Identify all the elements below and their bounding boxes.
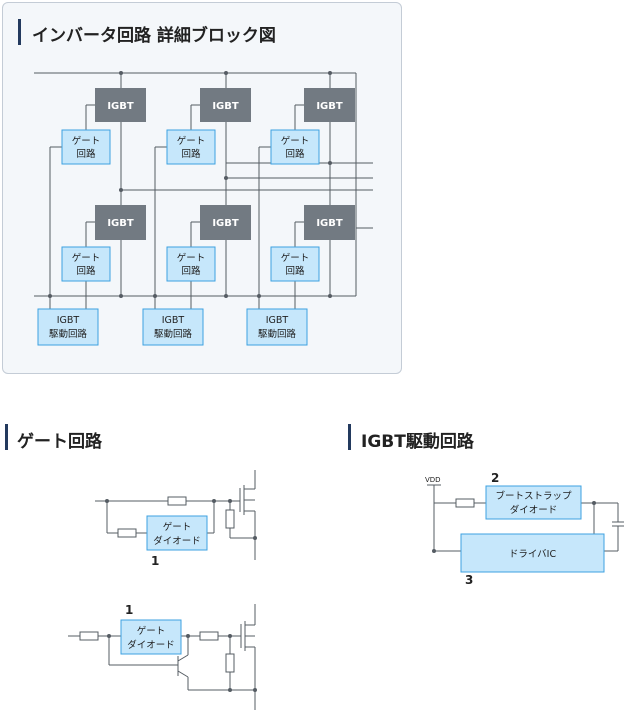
- block-diagram-title: インバータ回路 詳細ブロック図: [32, 26, 276, 46]
- resistor-icon: [225, 509, 235, 529]
- gate-block-label-line1: ゲート: [281, 252, 310, 264]
- igbt-label: IGBT: [107, 101, 134, 112]
- gate-block-label-line2: 回路: [181, 148, 201, 160]
- gate-circuit-block: ゲート回路: [166, 246, 216, 282]
- gate-block-label-line2: 回路: [76, 265, 96, 277]
- drive-circuit-schematic: VDD ブートストラップ ダイオード ドライバIC 2 3: [425, 471, 624, 587]
- gate-diode-label-line2: ダイオード: [127, 639, 175, 651]
- drive-block-label-line1: IGBT: [57, 315, 80, 326]
- gate-circuit-schematic-2: ゲート ダイオード 1: [68, 603, 257, 710]
- gate-block-label-line2: 回路: [285, 265, 305, 277]
- igbt-label: IGBT: [212, 218, 239, 229]
- gate-circuit-block: ゲート回路: [270, 246, 320, 282]
- resistor-icon: [79, 631, 99, 641]
- callout-number: 3: [465, 573, 473, 587]
- igbt-module: IGBT: [200, 205, 251, 240]
- title-accent-bar: [18, 19, 21, 45]
- gate-circuit-title: ゲート回路: [17, 432, 102, 452]
- igbt-label: IGBT: [107, 218, 134, 229]
- drive-block-label-line2: 駆動回路: [49, 328, 88, 340]
- driver-ic-label: ドライバIC: [509, 549, 557, 560]
- igbt-module: IGBT: [95, 205, 146, 240]
- callout-number: 1: [125, 603, 133, 617]
- resistor-icon: [199, 631, 219, 641]
- resistor-icon: [225, 653, 235, 673]
- resistor-icon: [117, 528, 137, 538]
- drive-title-accent-bar: [348, 424, 351, 450]
- drive-circuit-title: IGBT駆動回路: [361, 432, 474, 452]
- drive-block-label-line1: IGBT: [266, 315, 289, 326]
- gate-circuit-block: ゲート回路: [61, 129, 111, 165]
- gate-title-accent-bar: [5, 424, 8, 450]
- gate-diode-label-line1: ゲート: [137, 625, 166, 637]
- igbt-label: IGBT: [212, 101, 239, 112]
- gate-block-label-line1: ゲート: [177, 135, 206, 147]
- gate-diode-label-line1: ゲート: [163, 521, 192, 533]
- igbt-drive-block: IGBT 駆動回路: [142, 308, 204, 346]
- igbt-module: IGBT: [95, 88, 146, 122]
- gate-circuit-block: ゲート回路: [166, 129, 216, 165]
- resistor-icon: [455, 498, 475, 508]
- gate-block-label-line1: ゲート: [177, 252, 206, 264]
- gate-diode-label-line2: ダイオード: [153, 535, 201, 547]
- drive-block-label-line1: IGBT: [162, 315, 185, 326]
- gate-circuit-schematic-1: ゲート ダイオード 1: [95, 470, 257, 568]
- bootstrap-label-line1: ブートストラップ: [495, 490, 572, 502]
- gate-block-label-line2: 回路: [76, 148, 96, 160]
- drive-block-label-line2: 駆動回路: [154, 328, 193, 340]
- igbt-module: IGBT: [200, 88, 251, 122]
- igbt-drive-block: IGBT 駆動回路: [37, 308, 99, 346]
- resistor-icon: [167, 496, 187, 506]
- vdd-label: VDD: [425, 476, 441, 484]
- igbt-module: IGBT: [304, 205, 355, 240]
- igbt-module: IGBT: [304, 88, 355, 122]
- gate-circuit-block: ゲート回路: [270, 129, 320, 165]
- gate-block-label-line2: 回路: [285, 148, 305, 160]
- junction-dots: [48, 71, 332, 298]
- igbt-drive-block: IGBT 駆動回路: [246, 308, 308, 346]
- drive-block-label-line2: 駆動回路: [258, 328, 297, 340]
- bootstrap-label-line2: ダイオード: [510, 504, 558, 516]
- igbt-label: IGBT: [316, 101, 343, 112]
- igbt-label: IGBT: [316, 218, 343, 229]
- gate-circuit-block: ゲート回路: [61, 246, 111, 282]
- callout-number: 2: [491, 471, 499, 485]
- callout-number: 1: [151, 554, 159, 568]
- gate-block-label-line1: ゲート: [72, 252, 101, 264]
- gate-block-label-line1: ゲート: [72, 135, 101, 147]
- gate-block-label-line2: 回路: [181, 265, 201, 277]
- gate-block-label-line1: ゲート: [281, 135, 310, 147]
